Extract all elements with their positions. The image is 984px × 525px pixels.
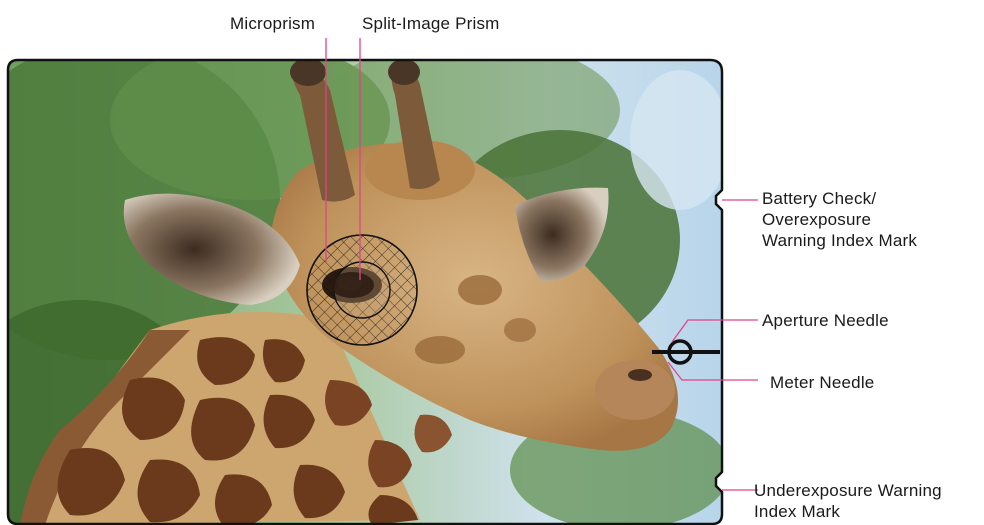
label-battery-check-line-2: Overexposure: [762, 209, 917, 230]
label-battery-check: Battery Check/ Overexposure Warning Inde…: [762, 188, 917, 251]
label-battery-check-line-1: Battery Check/: [762, 188, 917, 209]
label-meter-needle: Meter Needle: [770, 372, 874, 393]
label-battery-check-line-3: Warning Index Mark: [762, 230, 917, 251]
label-underexposure: Underexposure Warning Index Mark: [754, 480, 942, 522]
label-aperture-needle: Aperture Needle: [762, 310, 889, 331]
label-microprism: Microprism: [230, 13, 315, 34]
label-underexposure-line-1: Underexposure Warning: [754, 480, 942, 501]
label-underexposure-line-2: Index Mark: [754, 501, 942, 522]
label-split-image-prism: Split-Image Prism: [362, 13, 500, 34]
